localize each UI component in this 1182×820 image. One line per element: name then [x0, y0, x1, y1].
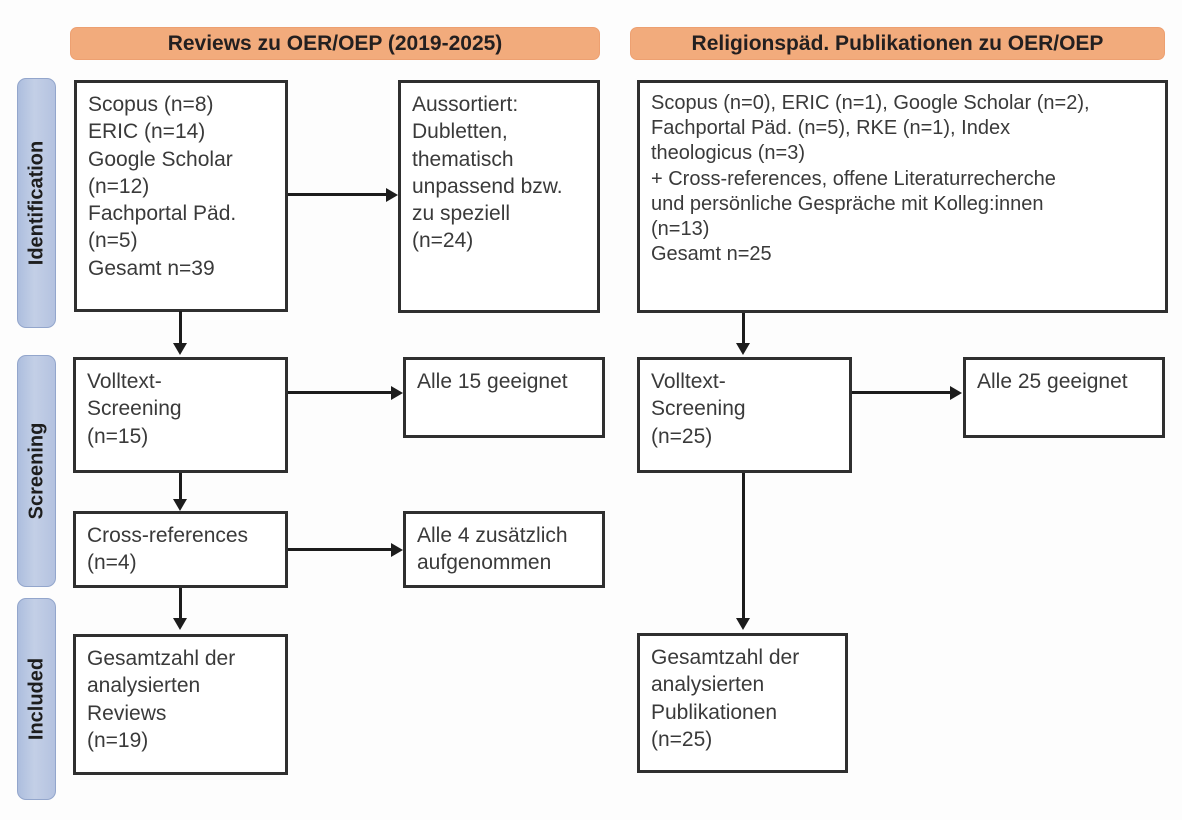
stage-tab-included: Included — [17, 598, 56, 800]
connector-left-sources-to-excluded — [288, 193, 388, 196]
arrowhead-left-fulltext-to-crossrefs — [173, 499, 187, 511]
arrowhead-right-fulltext-to-result — [950, 386, 962, 400]
stage-tab-screening: Screening — [17, 355, 56, 587]
node-left-fulltext-result: Alle 15 geeignet — [403, 357, 605, 438]
stage-label-identification: Identification — [25, 140, 47, 266]
connector-left-sources-to-fulltext — [179, 311, 182, 345]
node-left-sources: Scopus (n=8) ERIC (n=14) Google Scholar … — [74, 80, 288, 312]
arrowhead-left-sources-to-excluded — [386, 188, 398, 202]
arrowhead-left-crossrefs-to-result — [391, 543, 403, 557]
arrowhead-left-fulltext-to-result — [391, 386, 403, 400]
arrowhead-left-crossrefs-to-included — [173, 618, 187, 630]
node-left-crossrefs-result: Alle 4 zusätzlich aufgenommen — [403, 511, 605, 588]
node-right-fulltext-result: Alle 25 geeignet — [963, 357, 1165, 438]
node-left-included: Gesamtzahl der analysierten Reviews (n=1… — [73, 634, 288, 775]
column-header-left-label: Reviews zu OER/OEP (2019-2025) — [167, 31, 503, 55]
arrowhead-right-sources-to-fulltext — [736, 343, 750, 355]
node-right-included: Gesamtzahl der analysierten Publikatione… — [637, 633, 848, 773]
node-right-fulltext: Volltext- Screening (n=25) — [637, 357, 852, 473]
arrowhead-right-fulltext-to-included — [736, 618, 750, 630]
stage-tab-identification: Identification — [17, 78, 56, 328]
connector-left-crossrefs-to-included — [179, 588, 182, 620]
connector-left-fulltext-to-crossrefs — [179, 473, 182, 503]
connector-right-sources-to-fulltext — [742, 313, 745, 345]
arrowhead-left-sources-to-fulltext — [173, 343, 187, 355]
column-header-left: Reviews zu OER/OEP (2019-2025) — [70, 27, 600, 60]
connector-right-fulltext-to-included — [742, 473, 745, 621]
connector-left-fulltext-to-result — [288, 391, 393, 394]
node-left-fulltext: Volltext- Screening (n=15) — [73, 357, 288, 473]
column-header-right: Religionspäd. Publikationen zu OER/OEP — [630, 27, 1165, 60]
node-right-sources: Scopus (n=0), ERIC (n=1), Google Scholar… — [637, 80, 1168, 313]
stage-label-screening: Screening — [25, 422, 47, 520]
node-left-excluded: Aussortiert: Dubletten, thematisch unpas… — [398, 80, 600, 313]
stage-label-included: Included — [25, 657, 47, 741]
node-left-crossrefs: Cross-references (n=4) — [73, 511, 288, 588]
connector-left-crossrefs-to-result — [288, 548, 393, 551]
connector-right-fulltext-to-result — [852, 391, 952, 394]
column-header-right-label: Religionspäd. Publikationen zu OER/OEP — [691, 31, 1104, 55]
